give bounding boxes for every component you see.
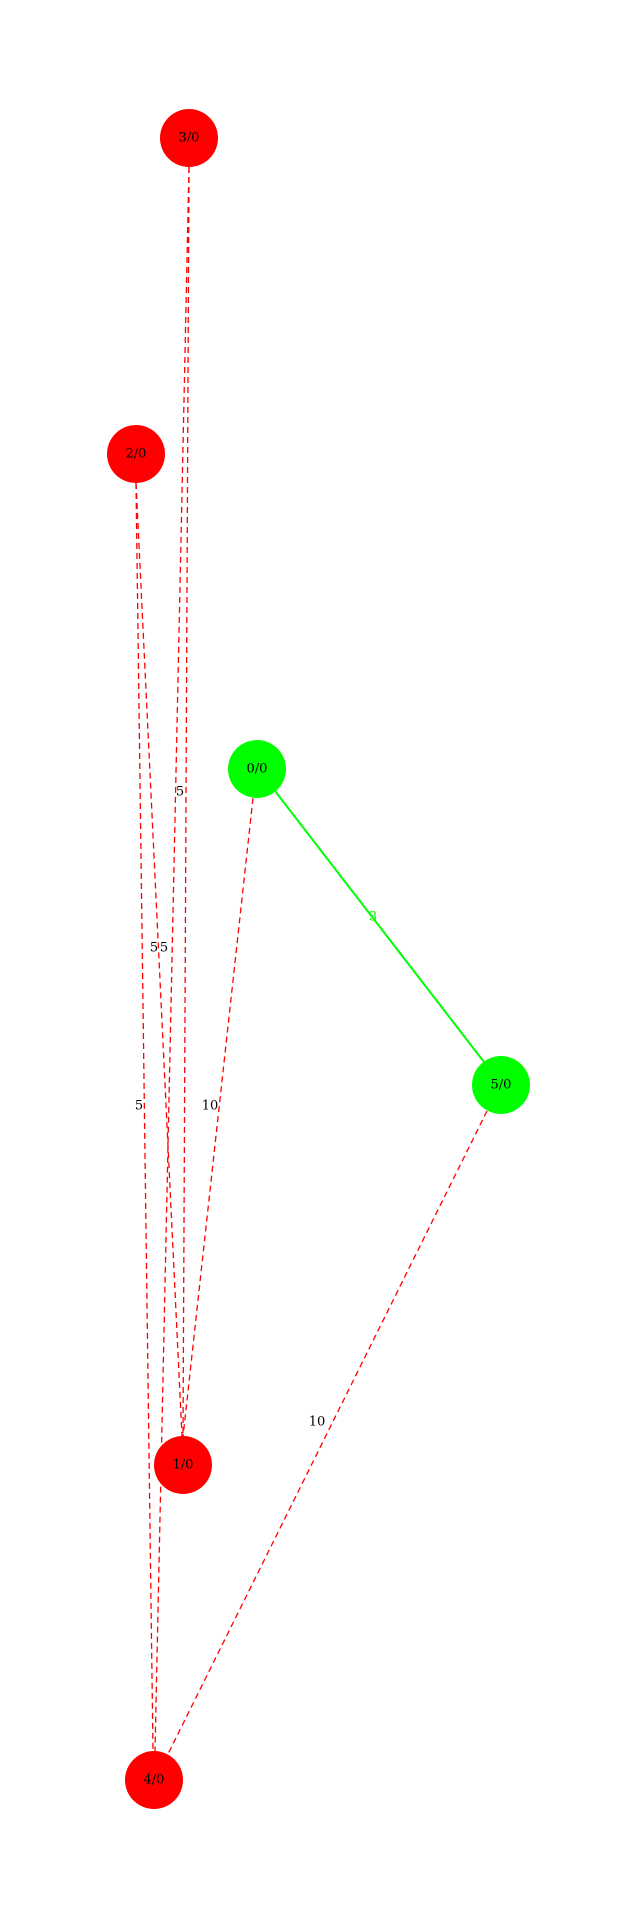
edge-weight-label: 5	[135, 1099, 143, 1114]
edge-line	[154, 166, 190, 1752]
edge-line	[182, 166, 190, 1437]
edge-weight-label: 3	[369, 910, 377, 925]
node-n4[interactable]: 4/0	[125, 1751, 183, 1809]
node-label: 5/0	[491, 1078, 512, 1093]
edge-e34: 5	[154, 166, 190, 1752]
edge-line	[135, 482, 183, 1437]
node-label: 2/0	[126, 447, 147, 462]
edge-weight-label: 10	[202, 1099, 219, 1114]
node-circle[interactable]	[228, 740, 286, 798]
node-circle[interactable]	[125, 1751, 183, 1809]
node-label: 0/0	[247, 762, 268, 777]
node-n1[interactable]: 1/0	[154, 1436, 212, 1494]
node-circle[interactable]	[472, 1056, 530, 1114]
edge-e01: 10	[182, 797, 254, 1438]
edge-line	[274, 790, 485, 1063]
edge-e21: 5	[135, 482, 183, 1437]
edge-line	[167, 1110, 488, 1755]
node-label: 4/0	[144, 1773, 165, 1788]
node-circle[interactable]	[160, 109, 218, 167]
edge-e31: 5	[176, 166, 190, 1437]
node-n2[interactable]: 2/0	[107, 425, 165, 483]
nodes-layer: 0/0 1/0 2/0 3/0 4/0 5/0	[107, 109, 530, 1809]
edge-e54: 10	[167, 1110, 488, 1755]
edge-weight-label: 5	[176, 785, 184, 800]
edge-weight-label: 10	[309, 1415, 326, 1430]
edge-weight-label: 5	[160, 941, 168, 956]
edge-e24: 5	[135, 482, 154, 1752]
node-n3[interactable]: 3/0	[160, 109, 218, 167]
edge-e05: 3	[274, 790, 485, 1063]
edge-line	[182, 797, 254, 1438]
edge-weight-label: 5	[150, 941, 158, 956]
node-circle[interactable]	[154, 1436, 212, 1494]
node-n0[interactable]: 0/0	[228, 740, 286, 798]
node-circle[interactable]	[107, 425, 165, 483]
node-label: 1/0	[173, 1458, 194, 1473]
edge-line	[135, 482, 154, 1752]
node-label: 3/0	[179, 131, 200, 146]
node-n5[interactable]: 5/0	[472, 1056, 530, 1114]
